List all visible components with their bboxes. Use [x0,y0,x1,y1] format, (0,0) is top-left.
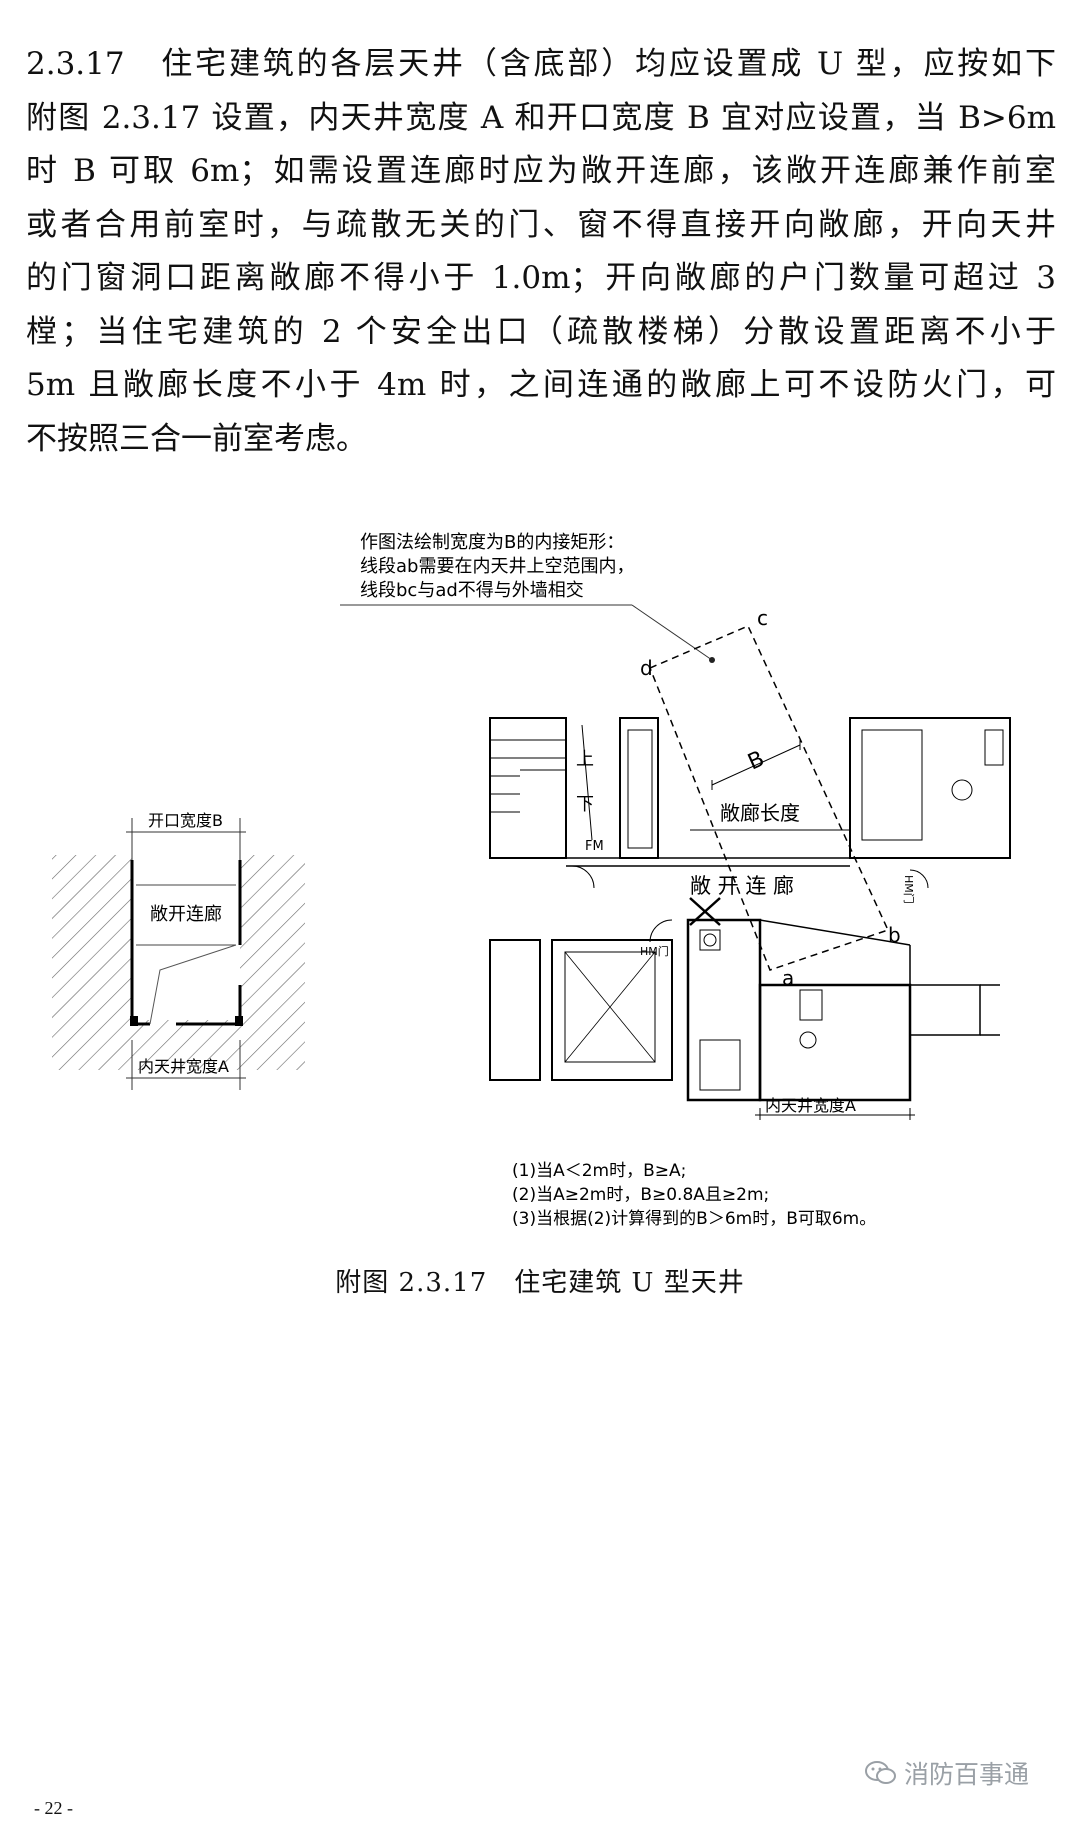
clause-line: 的门窗洞口距离敞廊不得小于 1.0m；开向敞廊的户门数量可超过 3 [26,260,1056,296]
figure-drawing: 作图法绘制宽度为B的内接矩形： 线段ab需要在内天井上空范围内， 线段bc与ad… [52,532,1011,1229]
inner-width-a-label: 内天井宽度A [765,1096,856,1115]
watermark-text: 消防百事通 [904,1760,1030,1789]
clause-line: 时 B 可取 6m；如需设置连廊时应为敞开连廊，该敞开连廊兼作前室 [26,153,1056,189]
corridor-length-label: 敞廊长度 [720,801,800,825]
left-diagram: 敞开连廊 开口宽度B 内天井宽度A [52,811,305,1090]
condition-line: (1)当A＜2m时，B≥A; [512,1161,686,1181]
condition-line: (2)当A≥2m时，B≥0.8A且≥2m; [512,1185,769,1205]
note-line: 线段bc与ad不得与外墙相交 [360,580,584,601]
figure-note: 作图法绘制宽度为B的内接矩形： 线段ab需要在内天井上空范围内， 线段bc与ad… [340,532,715,663]
point-b-label: b [888,923,901,947]
clause-line: 或者合用前室时，与疏散无关的门、窗不得直接开向敞廊，开向天井 [26,206,1056,243]
watermark: 消防百事通 [864,1755,1029,1791]
stair-up-label: 上 [576,749,594,770]
door-fm-label: FM [585,839,604,854]
point-a-label: a [782,966,794,990]
door-hm-left-label: HM门 [640,944,669,958]
condition-list: (1)当A＜2m时，B≥A; (2)当A≥2m时，B≥0.8A且≥2m; (3)… [512,1161,876,1229]
clause-line: 附图 2.3.17 设置，内天井宽度 A 和开口宽度 B 宜对应设置，当 B>6… [26,99,1056,136]
figure-caption: 附图 2.3.17 住宅建筑 U 型天井 [335,1268,745,1298]
open-corridor-label: 敞 开 连 廊 [690,874,794,898]
open-width-label: 开口宽度B [148,811,223,830]
note-line: 线段ab需要在内天井上空范围内， [360,556,634,577]
clause-line: 樘；当住宅建筑的 2 个安全出口（疏散楼梯）分散设置距离不小于 [26,313,1056,350]
point-d-label: d [640,656,653,680]
clause-line: 5m 且敞廊长度不小于 4m 时，之间连通的敞廊上可不设防火门，可 [26,367,1056,403]
clause-paragraph: 2.3.17 住宅建筑的各层天井（含底部）均应设置成 U 型，应按如下 附图 2… [26,38,1056,466]
stair-down-label: 下 [576,794,594,815]
inner-width-label: 内天井宽度A [138,1057,229,1076]
condition-line: (3)当根据(2)计算得到的B＞6m时，B可取6m。 [512,1209,876,1229]
page-number: - 22 - [34,1798,73,1818]
corridor-label: 敞开连廊 [150,904,222,925]
door-hm-right-label: HM门 [902,875,916,904]
note-line: 作图法绘制宽度为B的内接矩形： [360,532,624,553]
wechat-icon [865,1761,896,1784]
clause-line: 2.3.17 住宅建筑的各层天井（含底部）均应设置成 U 型，应按如下 [26,46,1056,82]
floor-plan [489,625,1011,1120]
floor-plan-labels: 上 下 FM 敞廊长度 敞 开 连 廊 HM门 HM门 内天井宽度A B c d… [576,606,916,1115]
point-c-label: c [757,606,768,630]
clause-line: 不按照三合一前室考虑。 [26,420,367,457]
